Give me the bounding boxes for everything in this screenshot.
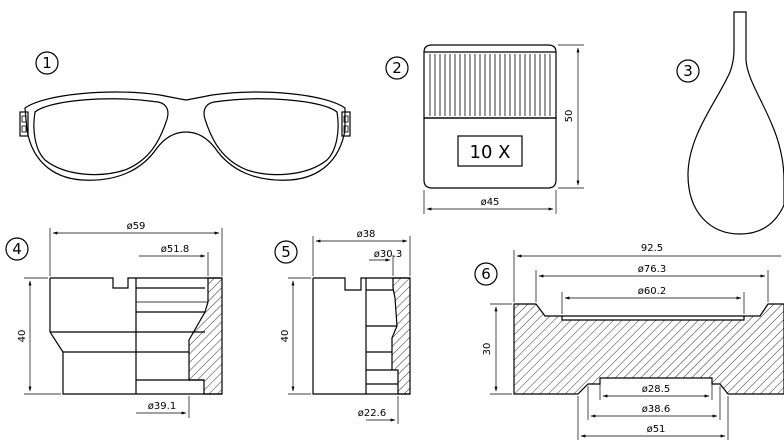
- knurl-lines: [429, 54, 551, 116]
- inner-diameter-text: ø51.8: [161, 244, 189, 255]
- part-6-section: 6 92.5 ø76.3 ø60.2 30 ø28.5 ø38.6 ø51: [474, 243, 784, 440]
- left-lens: [33, 98, 169, 176]
- outer-diameter-text: ø38: [357, 229, 376, 240]
- inner-diameter-text: ø30.3: [374, 249, 402, 260]
- part-number: 4: [12, 240, 22, 258]
- part-number-circle: [474, 262, 498, 286]
- width-dimension-text: 92.5: [641, 243, 663, 254]
- part-outline: [312, 277, 410, 395]
- height-dimension-text: 40: [280, 330, 291, 343]
- right-hinge: [341, 111, 351, 137]
- left-hinge: [19, 111, 29, 137]
- height-dimension-text: 50: [564, 110, 575, 123]
- part-4-section: 4 ø59 ø51.8 40 ø39.1: [5, 221, 223, 418]
- top-diameter-2-text: ø60.2: [638, 286, 666, 297]
- magnifier-body: [423, 117, 557, 189]
- part-1-glasses: 1: [19, 51, 351, 181]
- part-number-circle: [274, 240, 298, 264]
- part-number-circle: [385, 56, 409, 80]
- bottom-diameter-2-text: ø38.6: [642, 404, 670, 415]
- part-number: 1: [42, 54, 52, 72]
- bottom-diameter-text: ø39.1: [148, 401, 176, 412]
- magnification-label-box: [457, 135, 523, 167]
- magnification-label: 10 X: [470, 142, 511, 163]
- part-3-bulb: 3: [676, 11, 784, 235]
- right-hinge-slot: [343, 115, 349, 123]
- part-number: 5: [281, 243, 291, 261]
- glasses-frame: [24, 91, 346, 181]
- section-hatch: [391, 277, 411, 395]
- left-hinge-slot: [21, 125, 27, 133]
- part-number-circle: [5, 237, 29, 261]
- bottom-diameter-1-text: ø28.5: [642, 384, 670, 395]
- bulb-outline: [687, 11, 784, 235]
- part-number-circle: [35, 51, 59, 75]
- section-hatch: [513, 303, 784, 395]
- right-lens: [203, 98, 339, 176]
- part-number-circle: [676, 59, 700, 83]
- right-hinge-slot: [343, 125, 349, 133]
- bottom-diameter-text: ø22.6: [358, 408, 386, 419]
- diameter-dimension-text: ø45: [481, 197, 500, 208]
- part-2-magnifier: 2 10 X 50 ø45: [385, 44, 584, 214]
- outer-diameter-text: ø59: [127, 221, 146, 232]
- height-dimension-text: 30: [482, 343, 493, 356]
- top-diameter-1-text: ø76.3: [638, 264, 666, 275]
- part-number: 3: [683, 62, 693, 80]
- part-number: 2: [392, 59, 402, 77]
- part-number: 6: [481, 265, 491, 283]
- left-hinge-slot: [21, 115, 27, 123]
- bottom-diameter-3-text: ø51: [647, 424, 666, 435]
- part-5-section: 5 ø38 ø30.3 40 ø22.6: [274, 229, 411, 424]
- height-dimension-text: 40: [17, 330, 28, 343]
- section-hatch: [188, 277, 223, 395]
